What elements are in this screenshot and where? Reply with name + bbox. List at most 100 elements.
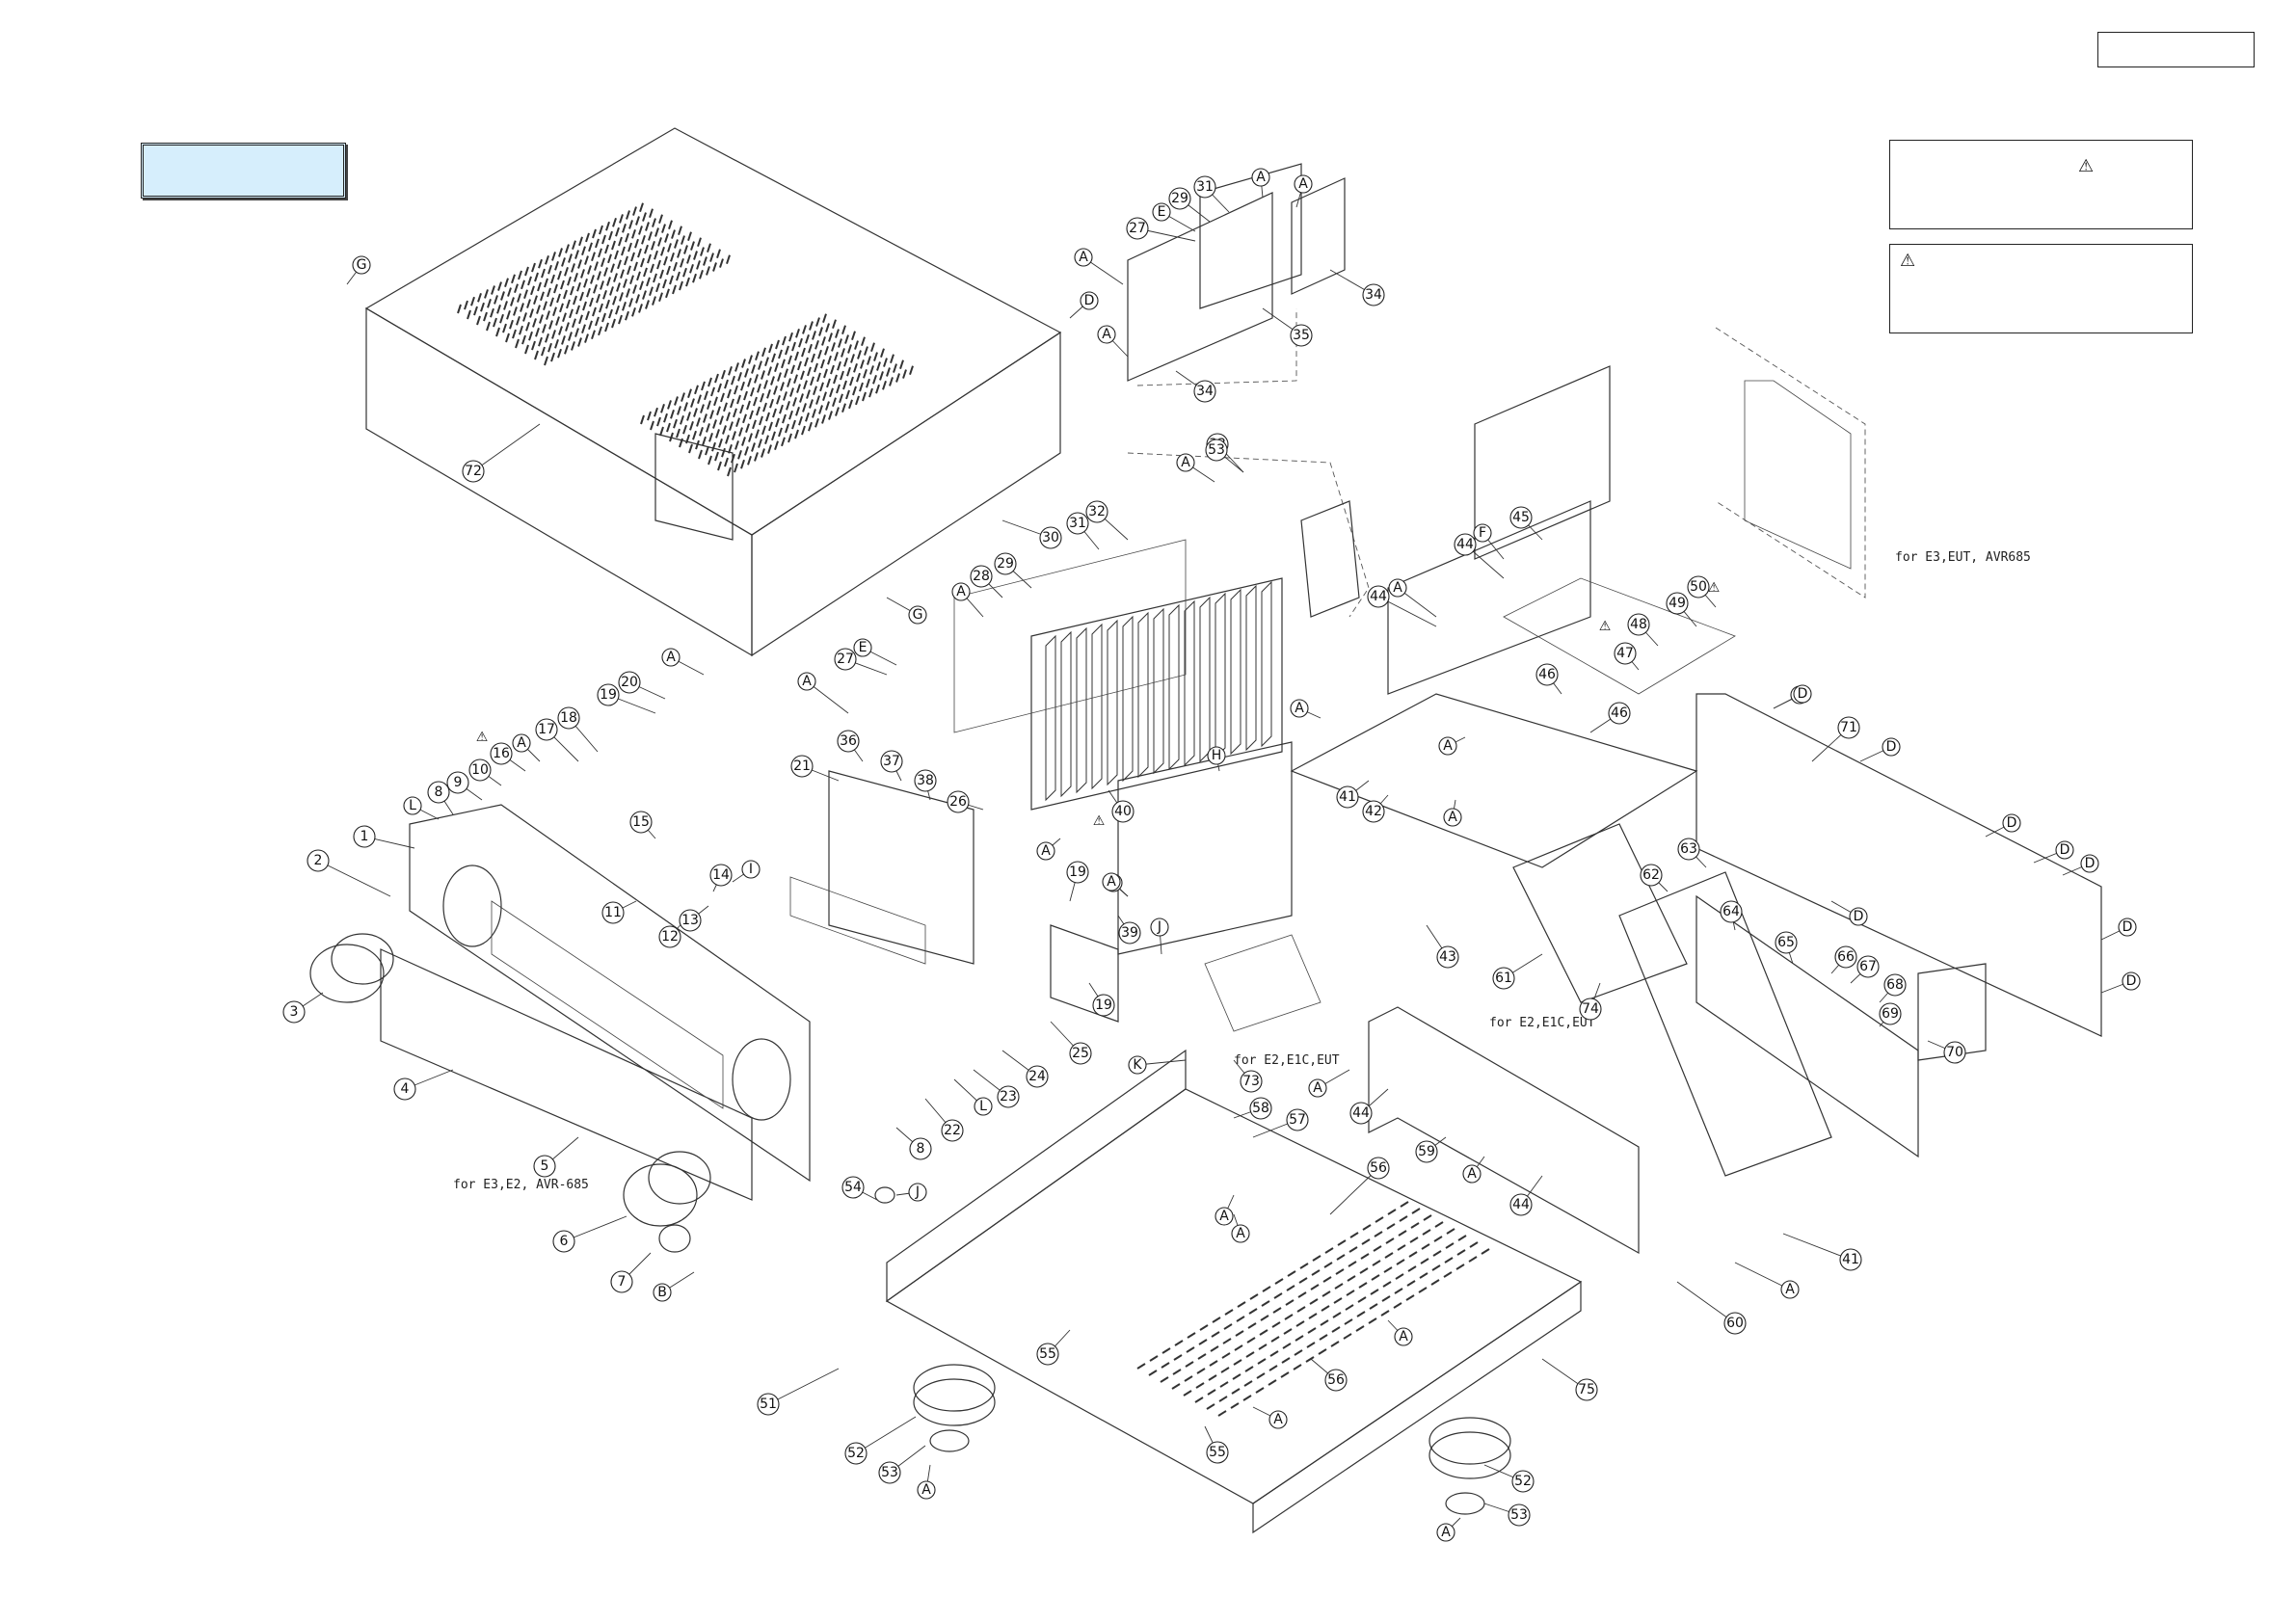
callout-sA6: A <box>951 582 971 601</box>
leader-lines <box>293 176 2132 1533</box>
callout-circle <box>307 849 330 872</box>
callout-c43: 43 <box>1436 945 1459 969</box>
callout-label: D <box>1854 909 1864 924</box>
callout-label: 73 <box>1242 1074 1260 1089</box>
callout-label: J <box>915 1184 920 1200</box>
callout-circle <box>1080 291 1099 310</box>
callout-c64: 64 <box>1720 900 1743 923</box>
callout-circle <box>1336 785 1359 809</box>
callout-circle <box>1367 585 1390 608</box>
callout-label: 53 <box>881 1465 898 1480</box>
front-panel-assembly <box>309 804 811 1253</box>
callout-c59: 59 <box>1415 1140 1438 1163</box>
callout-label: 40 <box>1114 804 1132 819</box>
callout-circle <box>2122 971 2141 991</box>
callout-label: 11 <box>604 905 622 920</box>
callout-circle <box>1290 324 1313 347</box>
callout-label: 61 <box>1495 971 1512 986</box>
callout-sA12: A <box>1036 841 1055 861</box>
callout-circle <box>1251 168 1270 187</box>
callout-sH1: H <box>1207 746 1226 765</box>
callout-label: A <box>1079 250 1088 265</box>
callout-sB1: B <box>653 1283 672 1302</box>
warning-icon: ⚠ <box>1093 813 1106 829</box>
callout-circle <box>1102 872 1121 891</box>
callout-sA15: A <box>1308 1078 1327 1098</box>
callout-label: 7 <box>618 1274 627 1290</box>
callout-circle <box>1193 380 1216 403</box>
callout-label: 71 <box>1840 720 1857 735</box>
callout-circle <box>1039 526 1062 549</box>
callout-circle <box>1793 684 1812 704</box>
callout-circle <box>1436 1523 1455 1542</box>
callout-sA2: A <box>1294 174 1313 194</box>
callout-c16: 16 <box>490 742 513 765</box>
callout-sA23: A <box>1388 578 1407 598</box>
callout-label: 10 <box>471 762 489 778</box>
callout-circle <box>1462 1164 1482 1184</box>
callout-label: 8 <box>435 785 443 800</box>
callout-label: 25 <box>1072 1046 1089 1061</box>
callout-circle <box>757 1393 780 1416</box>
callout-circle <box>1111 800 1135 823</box>
callout-circle <box>601 901 625 924</box>
callout-c5: 5 <box>533 1155 556 1178</box>
callout-label: 50 <box>1690 579 1707 595</box>
callout-c60: 60 <box>1723 1312 1747 1335</box>
callout-sD7: D <box>2118 918 2137 937</box>
callout-label: 62 <box>1642 867 1660 883</box>
callout-sL2: L <box>974 1097 993 1116</box>
callout-circle <box>653 1283 672 1302</box>
callout-label: A <box>1107 874 1116 890</box>
callout-label: 53 <box>1208 442 1225 458</box>
callout-c14: 14 <box>709 864 733 887</box>
callout-circle <box>1036 1343 1059 1366</box>
callout-label: A <box>921 1482 931 1498</box>
chassis-base <box>885 934 1583 1534</box>
callout-label: 31 <box>1196 179 1214 195</box>
callout-c13: 13 <box>679 909 702 932</box>
callout-label: A <box>1467 1166 1477 1182</box>
variant-label-e2-e1c-eut-a: for E2,E1C,EUT <box>1234 1053 1340 1068</box>
callout-label: 64 <box>1722 904 1740 919</box>
callout-label: 31 <box>1069 516 1086 531</box>
callout-c27b: 27 <box>834 648 857 671</box>
callout-circle <box>1308 1078 1327 1098</box>
callout-c48: 48 <box>1627 613 1650 636</box>
callout-label: B <box>657 1285 667 1300</box>
callout-label: 12 <box>661 929 679 945</box>
callout-c65: 65 <box>1775 931 1798 954</box>
callout-circle <box>679 909 702 932</box>
callout-label: A <box>802 674 812 689</box>
callout-label: A <box>666 650 676 665</box>
callout-c12: 12 <box>658 925 681 948</box>
callout-circle <box>1614 642 1637 665</box>
callout-circle <box>878 1461 901 1484</box>
callout-circle <box>908 605 927 625</box>
callout-c7: 7 <box>610 1270 633 1293</box>
callout-label: L <box>979 1099 987 1114</box>
callout-label: 3 <box>290 1004 299 1020</box>
callout-circle <box>1882 737 1901 757</box>
callout-c11: 11 <box>601 901 625 924</box>
callout-label: 44 <box>1456 537 1474 552</box>
callout-circle <box>1509 506 1533 529</box>
callout-circle <box>629 811 653 834</box>
callout-c50: 50 <box>1687 575 1710 599</box>
callout-label: 67 <box>1859 959 1877 974</box>
callout-circle <box>1128 1055 1147 1075</box>
callout-c2: 2 <box>307 849 330 872</box>
callout-label: 15 <box>632 814 650 830</box>
callout-c30: 30 <box>1039 526 1062 549</box>
callout-sK1: K <box>1128 1055 1147 1075</box>
callout-c70: 70 <box>1943 1041 1966 1064</box>
callout-c1: 1 <box>353 825 376 848</box>
callout-label: A <box>1443 738 1453 754</box>
callout-circle <box>610 1270 633 1293</box>
callout-c53a: 53 <box>878 1461 901 1484</box>
callout-c44b: 44 <box>1454 533 1477 556</box>
callout-label: 49 <box>1669 596 1686 611</box>
callout-label: A <box>1393 580 1402 596</box>
callout-circle <box>552 1230 575 1253</box>
